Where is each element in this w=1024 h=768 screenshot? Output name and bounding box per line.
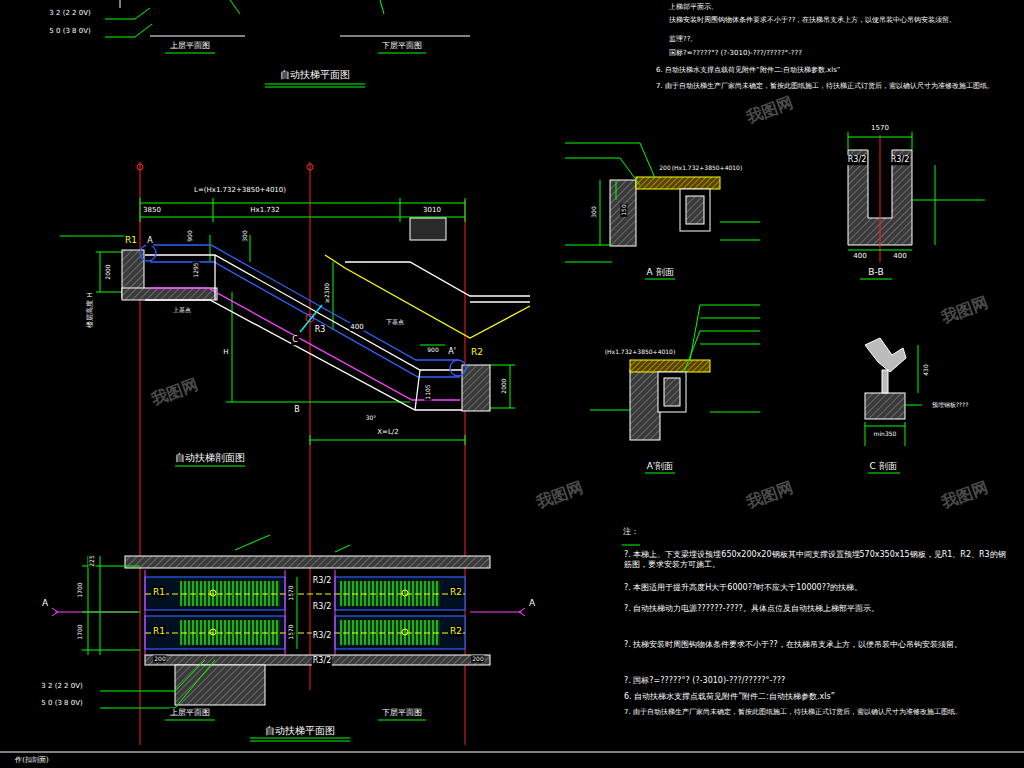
note-text: 6. 自动扶梯水支撑点载荷见附件“附件二:自动扶梯参数.xls” [655, 66, 1017, 74]
dimension-text: 430 [922, 363, 929, 376]
note-text: 6. 自动扶梯水支撑点载荷见附件“附件二:自动扶梯参数.xls” [623, 692, 1010, 702]
support-label: R3/2 [312, 656, 332, 666]
view-title: 下层平面图 [381, 41, 423, 51]
note-text: ?. 自动扶梯动力电源??????-????。具体点位及自动扶梯上梯部平面示。 [623, 604, 1010, 614]
dimension-text: min350 [873, 430, 898, 437]
support-label: R3/2 [312, 576, 332, 586]
note-text: ?. 本图适用于提升高度H大于6000??时不应大于10000??的扶梯。 [623, 583, 1010, 593]
dimension-text: ≥2300 [323, 282, 330, 304]
dimension-text: Hx1.732 [249, 206, 280, 214]
support-label: R3/2 [847, 155, 867, 165]
detail-title: A 剖面 [645, 267, 674, 278]
watermark: 我图网 [744, 478, 796, 512]
dimension-text: 200 [153, 655, 166, 662]
dimension-text: 1700 [76, 623, 83, 640]
detail-title: B-B [867, 267, 884, 278]
section-mark: A' [447, 347, 457, 357]
note-text: 7. 由于自动扶梯生产厂家尚未确定，暂按此图纸施工，待扶梯正式订货后，需以确认尺… [655, 82, 1023, 90]
dimension-text: 400 [349, 323, 364, 331]
view-title: 上层平面图 [169, 41, 211, 51]
support-label: R2 [449, 587, 463, 598]
note-text: ?. 国标?=?????°? (?-3010)-???/?????°-??? [623, 676, 1010, 686]
dimension-text: 3850 [142, 206, 162, 214]
view-title: 下层平面图 [381, 708, 423, 718]
dimension-text: 150 [620, 203, 627, 216]
section-mark: A [41, 598, 49, 609]
support-label: R2 [449, 626, 463, 637]
support-label: R3/2 [312, 602, 332, 612]
dimension-text: 225 [88, 554, 95, 567]
dimension-text: 900 [186, 229, 193, 242]
section-mark: A [146, 236, 153, 246]
dimension-text: 1105 [424, 383, 431, 400]
drawing-title: 自动扶梯平面图 [279, 69, 351, 81]
support-label: R1 [152, 626, 166, 637]
reference-label: 下基点 [385, 318, 405, 325]
dimension-text: H [222, 348, 229, 356]
watermark: 我图网 [939, 478, 991, 512]
dimension-text: 1570 [287, 623, 294, 640]
detail-title: C 剖面 [868, 461, 897, 472]
callout-text: 预埋钢板???? [931, 401, 970, 408]
section-mark: C [291, 335, 299, 345]
spec-text: 3 2 (2 2 0V) [40, 682, 83, 690]
support-label: R1 [124, 235, 138, 246]
dimension-text: 楼层高度 H [86, 291, 94, 329]
note-text: 扶梯安装时周围钩物体条件要求不小于??，在扶梯吊支承上方，以便吊装中心吊钩安装须… [668, 16, 1015, 24]
support-label: R1 [152, 587, 166, 598]
reference-label: 上基点 [172, 306, 192, 313]
support-label: R2 [470, 347, 484, 358]
watermark: 我图网 [149, 375, 201, 409]
support-label: R3/2 [312, 631, 332, 641]
dimension-text: 3010 [422, 206, 442, 214]
detail-title: A'剖面 [646, 461, 675, 472]
watermark: 我图网 [534, 478, 586, 512]
note-heading: 注： [622, 527, 664, 537]
dimension-text: 2000 [104, 263, 111, 280]
support-label: R3/2 [890, 155, 910, 165]
view-title: 上层平面图 [169, 708, 211, 718]
angle-text: 30° [365, 414, 378, 421]
sheet-text: 作(扣剖面) [14, 756, 49, 764]
note-text: 7. 由于自动扶梯生产厂家尚未确定，暂按此图纸施工，待扶梯正式订货后，需以确认尺… [623, 708, 1015, 716]
dimension-text: L=(Hx1.732+3850+4010) [193, 186, 287, 194]
dimension-text: 1295 [192, 261, 199, 278]
note-text: 监理??。 [668, 35, 970, 43]
spec-text: 5 0 (3 8 0V) [48, 27, 91, 35]
note-text: 上梯部平面示。 [668, 3, 970, 11]
watermark: 我图网 [744, 93, 796, 127]
section-mark: B [293, 405, 301, 415]
drawing-title: 自动扶梯平面图 [264, 725, 336, 737]
dimension-text: 1700 [76, 581, 83, 598]
dimension-text: 300 [241, 229, 248, 242]
dimension-text: 1570 [287, 584, 294, 601]
dimension-text: 300 [590, 205, 597, 218]
dimension-text: (Hx1.732+3850+4010) [671, 164, 744, 171]
dimension-text: (Hx1.732+3850+4010) [604, 348, 677, 355]
note-text: ?. 本梯上、下支梁埋设预埋650x200x20钢板其中间支撑设置预埋570x3… [623, 550, 1010, 569]
note-text: 国标?=?????°? (?-3010)-???/?????°-??? [668, 49, 970, 57]
support-label: R3 [314, 325, 327, 335]
drawing-title: 自动扶梯剖面图 [174, 452, 246, 464]
dimension-text: 200 [658, 164, 671, 171]
dimension-text: 200 [471, 655, 484, 662]
dimension-text: 900 [426, 346, 439, 353]
spec-text: 3 2 (2 2 0V) [48, 9, 91, 17]
dimension-text: 1570 [870, 124, 890, 132]
section-mark: A [528, 598, 536, 609]
dimension-text: 400 [852, 252, 867, 260]
watermark: 我图网 [939, 293, 991, 327]
dimension-text: 2000 [500, 377, 507, 394]
note-text: ?. 扶梯安装时周围钩物体条件要求不小于??，在扶梯吊支承上方，以便吊装中心吊钩… [623, 640, 1010, 650]
dimension-text: 400 [892, 252, 907, 260]
dimension-text: X=L/2 [376, 428, 399, 436]
spec-text: 5 0 (3 8 0V) [40, 699, 83, 707]
